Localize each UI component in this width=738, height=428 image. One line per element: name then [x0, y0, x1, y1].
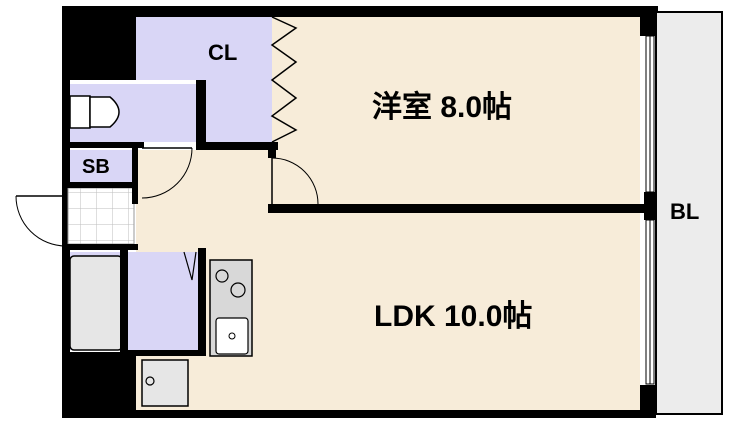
- stove-icon: [215, 269, 246, 298]
- window-bedroom: [645, 35, 655, 193]
- wall-left: [62, 6, 70, 416]
- pillar-bottom-left: [62, 352, 140, 418]
- outer-walls: [62, 6, 658, 418]
- toilet-door[interactable]: [141, 147, 193, 199]
- wall-closet-right: [196, 80, 206, 148]
- closet-doors: [270, 16, 298, 143]
- wall-bedroom-left: [268, 146, 276, 158]
- wall-bottom: [62, 410, 656, 418]
- wall-washroom-bottom: [128, 350, 206, 356]
- closet-label: CL: [208, 40, 237, 65]
- drain-icon: [145, 376, 155, 386]
- wall-top: [62, 6, 658, 17]
- wall-bedroom-ldk: [268, 204, 648, 213]
- wall-washroom-right: [198, 248, 206, 354]
- wall-closet-bottom: [196, 142, 278, 150]
- washroom-door[interactable]: [183, 251, 197, 281]
- hall-floor: [136, 150, 276, 215]
- bedroom-door[interactable]: [271, 157, 319, 205]
- washroom: [128, 252, 200, 352]
- wall-window-mullion: [644, 192, 656, 220]
- wall-bath-right: [120, 250, 128, 354]
- wall-toilet-bottom: [62, 142, 144, 148]
- shoe-box: [70, 150, 132, 182]
- shoe-box-label: SB: [82, 156, 110, 178]
- entrance-tiles: [67, 187, 135, 245]
- sink-drain-icon: [228, 332, 236, 340]
- wall-shoebox-right: [132, 148, 138, 204]
- entrance-door[interactable]: [15, 195, 67, 247]
- bathtub-icon: [69, 255, 123, 351]
- bedroom-floor: [272, 17, 640, 207]
- balcony-label: BL: [670, 199, 699, 224]
- sink-icon: [215, 317, 249, 355]
- wall-left-upper: [62, 6, 136, 80]
- window-ldk: [645, 219, 655, 385]
- toilet-icon: [69, 95, 120, 129]
- bedroom-label: 洋室 8.0帖: [372, 90, 512, 124]
- closet-area: [136, 17, 272, 142]
- wall-entrance-bottom: [62, 244, 138, 250]
- ldk-label: LDK 10.0帖: [374, 300, 532, 333]
- wall-entrance-top: [62, 182, 134, 188]
- washer-pan-icon: [141, 359, 189, 407]
